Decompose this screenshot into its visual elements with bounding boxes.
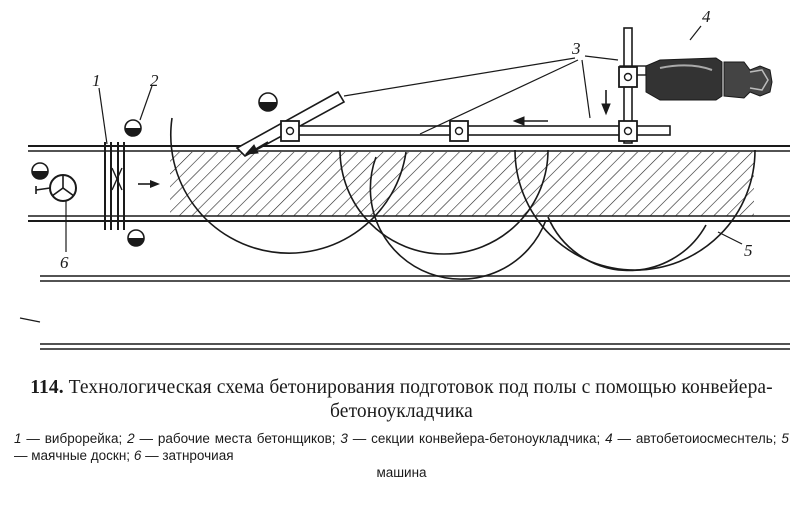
- beacon-boards: [19, 145, 790, 350]
- callout-4: 4: [702, 7, 711, 26]
- callout-2: 2: [150, 71, 159, 90]
- distribution-arcs: [169, 117, 756, 280]
- worker-positions: [31, 92, 278, 247]
- flow-arrows: [244, 90, 611, 155]
- legend-item-3: 3 — секции конвейера-бетоноукладчика;: [340, 431, 601, 446]
- worker-marker: [31, 162, 49, 180]
- truck-mixer: [645, 57, 773, 101]
- technological-scheme-drawing: 1 2 3 4 5 6: [19, 7, 790, 350]
- direction-arrow-right: [138, 180, 160, 188]
- legend: 1 — виброрейка; 2 — рабочие места бетонщ…: [0, 424, 803, 481]
- worker-marker: [124, 119, 142, 137]
- figure-title-text: Технологическая схема бетонирования подг…: [68, 377, 773, 422]
- figure-caption: 114. Технологическая схема бетонирования…: [0, 376, 803, 481]
- callout-1: 1: [92, 71, 101, 90]
- worker-marker: [258, 92, 278, 112]
- callout-5: 5: [744, 241, 753, 260]
- legend-item-6: 6 — затнрочиая: [133, 448, 234, 463]
- vibro-screed: [104, 142, 125, 230]
- callout-leaders: [65, 25, 743, 252]
- figure-title: 114. Технологическая схема бетонирования…: [0, 376, 803, 424]
- legend-item-4: 4 — автобетоиосмеснтель;: [605, 431, 777, 446]
- legend-item-1: 1 — виброрейка;: [14, 431, 123, 446]
- concrete-strip: [170, 152, 754, 216]
- legend-tail: машина: [376, 465, 427, 480]
- worker-marker: [127, 229, 145, 247]
- callout-6: 6: [60, 253, 69, 272]
- figure-number: 114.: [30, 377, 64, 398]
- callout-3: 3: [571, 39, 581, 58]
- conveyor-sections: [235, 27, 671, 157]
- legend-item-2: 2 — рабочие места бетонщиков;: [127, 431, 336, 446]
- legend-item-5: 5 — маячные доскн;: [14, 431, 789, 463]
- trowelling-machine: [35, 174, 77, 202]
